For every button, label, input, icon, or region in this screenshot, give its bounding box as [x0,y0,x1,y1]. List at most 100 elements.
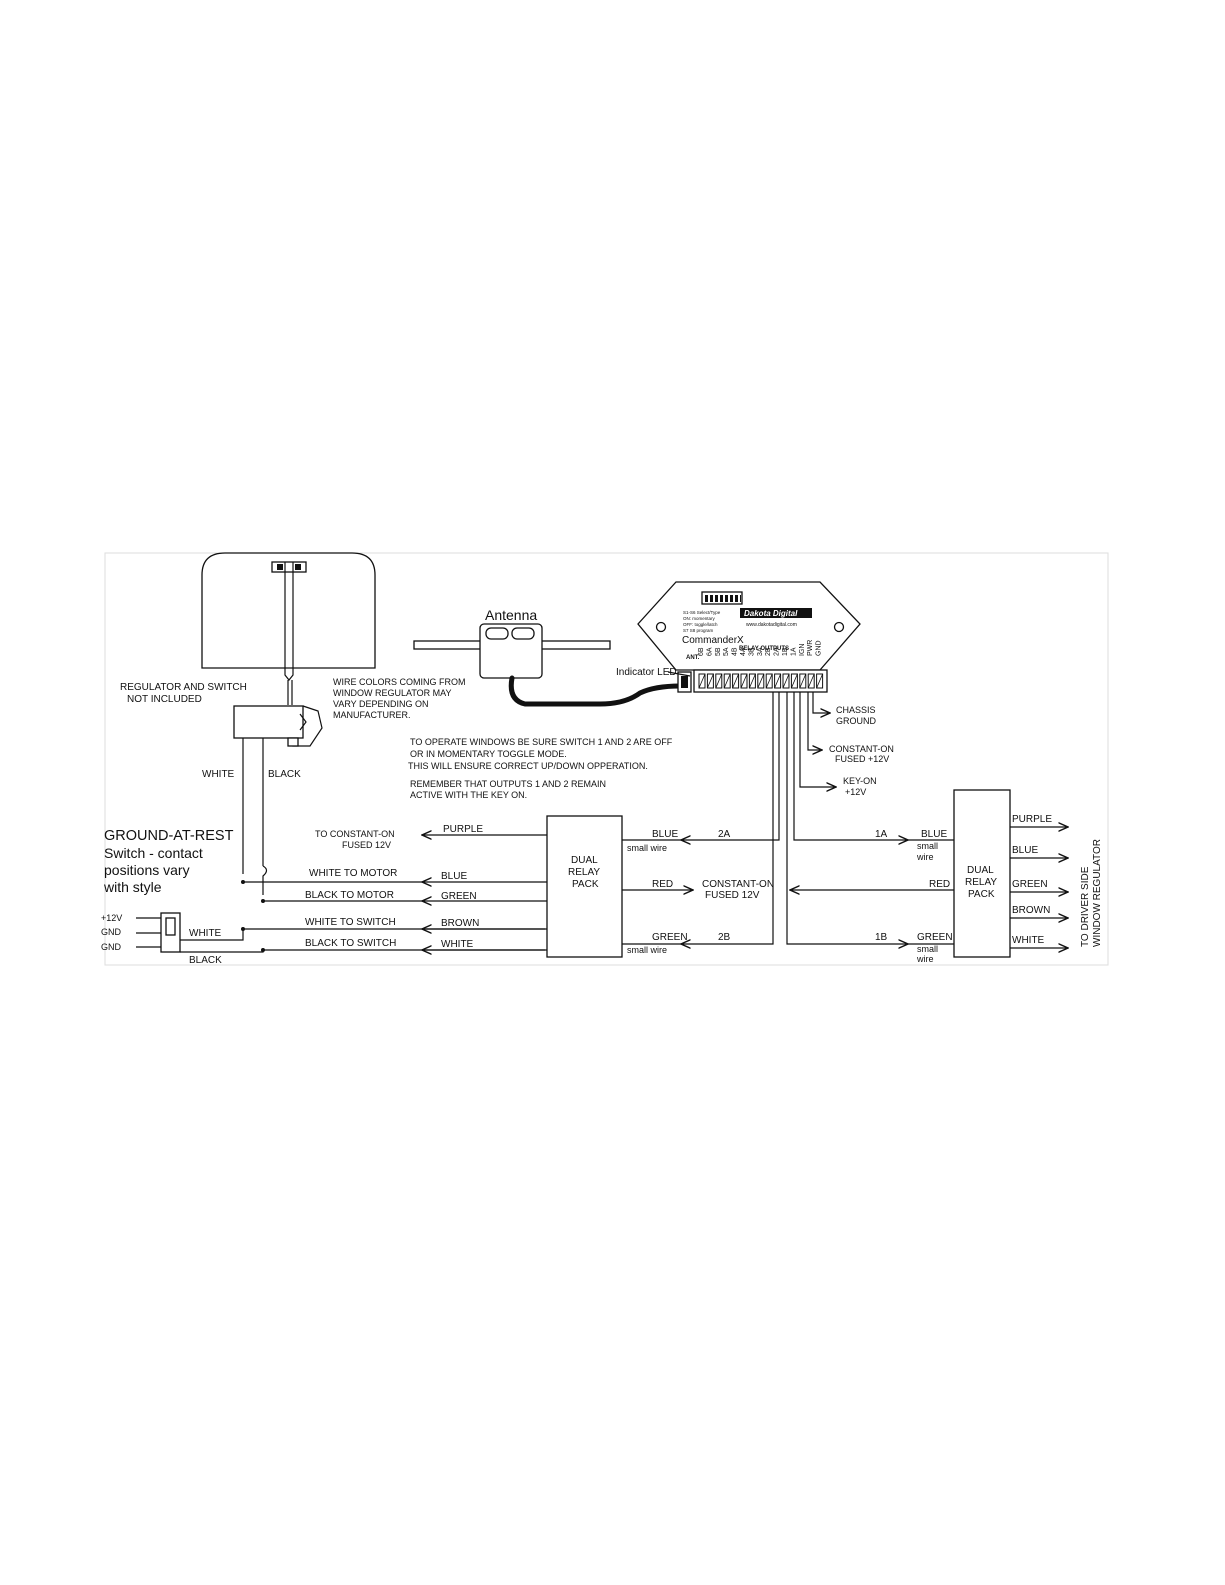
switch-wires [180,927,545,953]
terminal-screw [791,673,798,689]
relay-right-small-2: small [917,944,938,954]
relay-outputs-label: RELAY OUTPUTS [739,646,789,652]
terminal-label: GND [816,640,823,656]
terminal-label: 2B [765,647,772,656]
terminal-label: 5B [715,647,722,656]
terminal-screw [698,673,706,689]
relay-left-red: RED [652,879,673,890]
relay-left-2b: 2B [718,932,731,943]
note-line: MANUFACTURER. [333,710,411,720]
terminal-screw [757,673,765,689]
terminal-screw [715,673,723,689]
switch-black-label: BLACK [189,955,222,966]
output-brown: BROWN [1012,905,1050,916]
terminal-label: 2A [774,647,781,656]
constant-on-label: CONSTANT-ON [829,744,894,754]
terminal-screw [774,673,781,689]
terminal-screw [740,673,748,689]
diagram-frame [104,552,1109,966]
terminal-label: 5A [723,647,730,656]
relay-left-small-wire-2: small wire [627,945,667,955]
pin-gnd: GND [101,942,122,952]
output-white: WHITE [1012,935,1045,946]
terminal-screw [816,673,823,689]
terminal-screw [707,673,714,689]
relay-label: RELAY [568,867,600,878]
module-small-text: ON: momentary [683,616,716,621]
black-to-motor-label: BLACK TO MOTOR [305,890,394,901]
instructions: TO OPERATE WINDOWS BE SURE SWITCH 1 AND … [408,737,673,800]
relay-left-blue: BLUE [652,829,678,840]
module-output-wires [681,692,908,944]
relay-label: DUAL [571,855,598,866]
driver-side-label: TO DRIVER SIDE [1080,866,1091,947]
switch-title: GROUND-AT-REST [104,828,234,844]
relay-right-small: small [917,841,938,851]
instruction-line: ACTIVE WITH THE KEY ON. [410,790,527,800]
relay-left-green: GREEN [652,932,688,943]
terminal-label: IGN [799,644,806,656]
wire-white: WHITE [441,939,474,950]
black-to-switch-label: BLACK TO SWITCH [305,938,396,949]
right-relay-pack [790,789,1011,958]
regulator-black-label: BLACK [268,769,301,780]
terminal-screw [723,673,731,689]
module-name: CommanderX [682,635,744,646]
note-line: WINDOW REGULATOR MAY [333,688,452,698]
relay-left-2a: 2A [718,829,731,840]
switch-subtitle-line: Switch - contact [104,845,203,861]
left-relay-pack [546,815,623,958]
white-to-switch-label: WHITE TO SWITCH [305,917,396,928]
module-small-text: S7 S8 program [683,628,714,633]
switch-subtitle-line: positions vary [104,862,190,878]
switch-white-label: WHITE [189,928,222,939]
relay-label: PACK [968,889,995,900]
terminal-screw [807,673,815,689]
terminal-screw [749,673,756,689]
output-purple: PURPLE [1012,814,1052,825]
relay-label: RELAY [965,877,997,888]
terminal-screw [799,673,807,689]
relay-right-wire: wire [916,852,934,862]
regulator-note: WIRE COLORS COMING FROM WINDOW REGULATOR… [333,677,466,720]
chassis-ground-label: CHASSIS [836,705,876,715]
pin-12v: +12V [101,913,122,923]
terminal-screw [732,673,739,689]
output-blue: BLUE [1012,845,1038,856]
to-constant-on-label: TO CONSTANT-ON [315,829,395,839]
terminal-label: 4A [740,647,747,656]
terminal-label: 6A [706,647,713,656]
terminal-label: 6B [698,647,705,656]
brand-website: www.dakotadigital.com [746,622,797,628]
relay-label: DUAL [967,865,994,876]
window-regulator [201,552,376,895]
driver-side-label-2: WINDOW REGULATOR [1092,839,1103,947]
relay-left-fused: FUSED 12V [705,890,760,901]
to-constant-on-label-2: FUSED 12V [342,840,391,850]
terminal-label: 3B [748,647,755,656]
terminal-pins [698,673,824,689]
relay-right-wire-2: wire [916,954,934,964]
terminal-label: 1A [790,647,797,656]
antenna-port-label: ANT. [686,655,700,661]
relay-right-blue: BLUE [921,829,947,840]
antenna [413,623,683,707]
wire-blue: BLUE [441,871,467,882]
terminal-label: 4B [732,647,739,656]
regulator-label-2: NOT INCLUDED [127,694,202,705]
relay-right-1b: 1B [875,932,888,943]
key-on-label: KEY-ON [843,776,877,786]
brand-plate [740,608,812,618]
left-relay-wires [241,835,693,950]
terminal-screw [782,673,790,689]
commander-module: Dakota Digital www.dakotadigital.com S1-… [637,581,861,693]
constant-on-label-2: FUSED +12V [835,754,889,764]
relay-right-green: GREEN [917,932,953,943]
relay-left-constant-on: CONSTANT-ON [702,879,774,890]
regulator-label: REGULATOR AND SWITCH [120,682,247,693]
window-switch [136,912,181,953]
instruction-line: OR IN MOMENTARY TOGGLE MODE. [410,749,567,759]
white-to-motor-label: WHITE TO MOTOR [309,868,397,879]
